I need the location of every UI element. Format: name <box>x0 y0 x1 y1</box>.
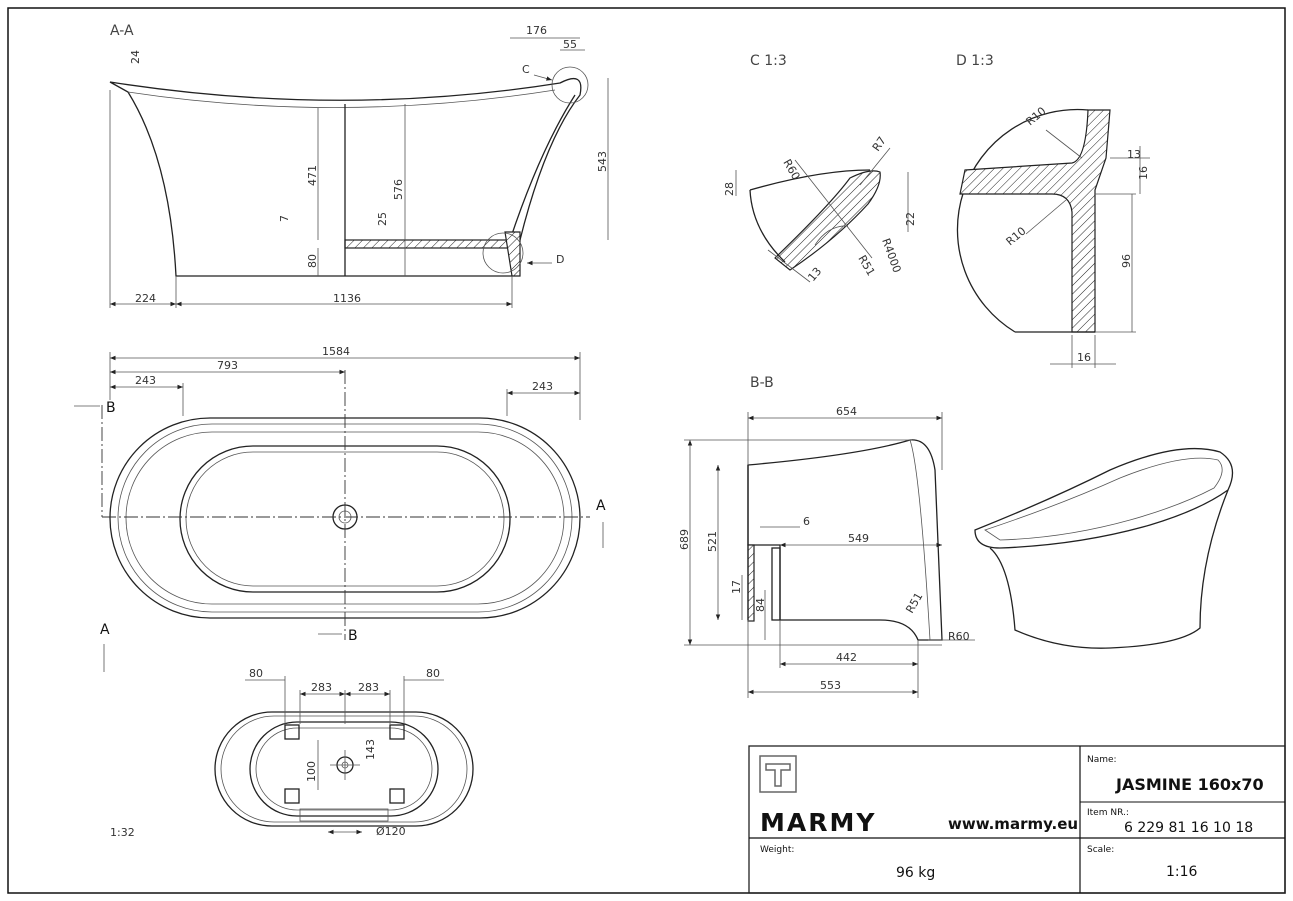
product-name: JASMINE 160x70 <box>1115 775 1264 794</box>
dim-c-r4000: R4000 <box>879 237 903 275</box>
section-a-top: A <box>596 498 606 514</box>
dim-d-16-horizontal: 16 <box>1077 351 1091 364</box>
item-label: Item NR.: <box>1087 808 1129 818</box>
marmy-logo-icon <box>759 755 797 793</box>
section-b-top: B <box>106 400 116 416</box>
dim-224: 224 <box>135 292 156 305</box>
dim-d-16-vertical: 16 <box>1137 166 1150 180</box>
website: www.marmy.eu <box>948 815 1078 833</box>
detail-d-title: D 1:3 <box>956 53 994 69</box>
dim-1584: 1584 <box>322 345 350 358</box>
section-bb-title: B-B <box>750 375 774 391</box>
dim-d-13: 13 <box>1127 148 1141 161</box>
dim-bb-654: 654 <box>836 405 857 418</box>
dim-d-r10-top: R10 <box>1024 104 1049 128</box>
dim-bb-549: 549 <box>848 532 869 545</box>
item-number: 6 229 81 16 10 18 <box>1124 820 1253 836</box>
dim-d-r10-bottom: R10 <box>1004 224 1029 248</box>
dim-471: 471 <box>306 165 319 186</box>
dim-7: 7 <box>278 215 291 222</box>
dim-1136: 1136 <box>333 292 361 305</box>
section-a-bottom: A <box>100 622 110 638</box>
dim-bb-553: 553 <box>820 679 841 692</box>
dim-foot-283-left: 283 <box>311 681 332 694</box>
section-bb-view: B-B 654 689 521 6 549 17 84 R51 R60 442 … <box>678 375 975 698</box>
dim-543: 543 <box>596 151 609 172</box>
detail-d-marker: D <box>556 253 564 266</box>
detail-c-title: C 1:3 <box>750 53 787 69</box>
dim-bb-84: 84 <box>754 598 767 612</box>
dim-d-96: 96 <box>1120 254 1133 268</box>
detail-c-view: C 1:3 28 22 R60 R7 R4000 R51 13 <box>723 53 917 284</box>
dim-143: 143 <box>364 739 377 760</box>
dim-bb-r51: R51 <box>903 590 925 615</box>
name-label: Name: <box>1087 755 1117 765</box>
dim-foot-80-left: 80 <box>249 667 263 680</box>
scale-label: Scale: <box>1087 845 1114 855</box>
dim-100: 100 <box>305 761 318 782</box>
isometric-view <box>974 447 1234 649</box>
dim-bb-17: 17 <box>730 580 743 594</box>
dim-bb-r60: R60 <box>948 630 970 643</box>
brand-name: MARMY <box>760 808 876 837</box>
title-block: MARMY www.marmy.eu Name: JASMINE 160x70 … <box>748 745 1286 894</box>
dim-55: 55 <box>563 38 577 51</box>
dim-80: 80 <box>306 254 319 268</box>
section-b-bottom: B <box>348 628 358 644</box>
dim-foot-283-right: 283 <box>358 681 379 694</box>
dim-25: 25 <box>376 212 389 226</box>
dim-foot-80-right: 80 <box>426 667 440 680</box>
plan-view: B A A B 1584 793 243 243 <box>74 345 606 672</box>
section-aa-view: A-A C D 24 176 55 471 576 543 7 25 80 <box>109 23 609 308</box>
dim-bb-6: 6 <box>803 515 810 528</box>
dim-576: 576 <box>392 179 405 200</box>
dim-rim-24: 24 <box>129 50 142 64</box>
weight-label: Weight: <box>760 845 794 855</box>
detail-d-view: D 1:3 R10 R10 13 16 96 16 <box>956 53 1150 368</box>
dim-bb-521: 521 <box>706 531 719 552</box>
dim-c-r51: R51 <box>855 253 877 278</box>
dim-c-28: 28 <box>723 182 736 196</box>
dim-drain-120: Ø120 <box>376 825 406 838</box>
bottom-view: 1:32 80 283 283 80 143 100 Ø120 <box>110 667 474 839</box>
dim-bb-689: 689 <box>678 529 691 550</box>
dim-176: 176 <box>526 24 547 37</box>
section-aa-title: A-A <box>110 23 134 39</box>
detail-c-marker: C <box>522 63 530 76</box>
dim-793: 793 <box>217 359 238 372</box>
dim-243-left: 243 <box>135 374 156 387</box>
drawing-frame <box>7 7 1286 894</box>
dim-243-right: 243 <box>532 380 553 393</box>
dim-bb-442: 442 <box>836 651 857 664</box>
bottom-view-scale: 1:32 <box>110 826 135 839</box>
weight-value: 96 kg <box>896 865 935 881</box>
dim-c-22: 22 <box>904 212 917 226</box>
scale-value: 1:16 <box>1166 864 1198 880</box>
dim-c-r7: R7 <box>870 134 889 153</box>
